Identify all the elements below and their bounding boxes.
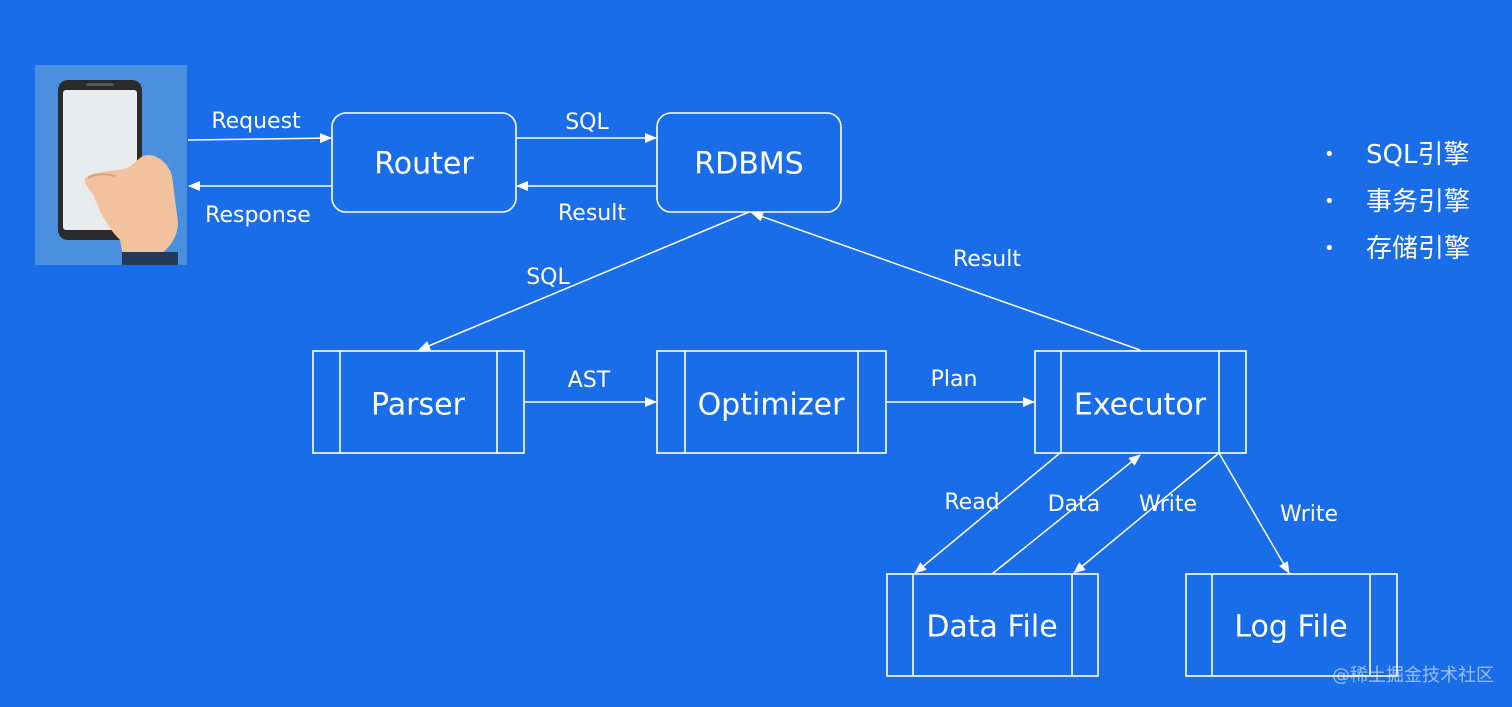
engine-list-item: • 事务引擎 <box>1320 183 1470 230</box>
optimizer-node: Optimizer <box>656 350 887 454</box>
data-arrow <box>991 454 1141 575</box>
data-label: Data <box>1048 492 1101 517</box>
read-label: Read <box>944 490 999 515</box>
watermark: @稀土掘金技术社区 <box>1332 665 1494 686</box>
bullet-dot-icon: • <box>1324 238 1335 259</box>
rdbms-label: RDBMS <box>694 147 803 182</box>
sql-top-label: SQL <box>565 110 609 135</box>
result-up-arrow <box>751 211 1141 351</box>
engine-list-item: • 存储引擎 <box>1320 230 1470 277</box>
parser-node: Parser <box>312 350 525 454</box>
sql-down-arrow <box>418 211 750 351</box>
sql-down-label: SQL <box>526 265 570 290</box>
engine-list-item: • SQL引擎 <box>1320 136 1470 183</box>
executor-node: Executor <box>1034 350 1247 454</box>
request-arrow <box>187 133 332 144</box>
executor-label: Executor <box>1074 388 1207 423</box>
engine-list: • SQL引擎 • 事务引擎 • 存储引擎 <box>1320 136 1470 277</box>
response-label: Response <box>205 203 311 228</box>
read-arrow <box>914 452 1061 574</box>
write-data-label: Write <box>1139 492 1197 517</box>
bullet-dot-icon: • <box>1324 191 1335 212</box>
request-label: Request <box>211 109 301 134</box>
router-node: Router <box>331 112 517 213</box>
rdbms-node: RDBMS <box>656 112 842 213</box>
parser-label: Parser <box>371 388 466 423</box>
engine-list-item-label: 存储引擎 <box>1366 234 1471 264</box>
data-file-label: Data File <box>926 610 1057 645</box>
log-file-label: Log File <box>1234 610 1347 645</box>
arrows <box>187 133 1290 575</box>
bullet-dot-icon: • <box>1324 144 1335 165</box>
hand-holding-phone-icon <box>35 65 187 265</box>
optimizer-label: Optimizer <box>698 388 846 423</box>
engine-list-item-label: 事务引擎 <box>1366 187 1471 217</box>
router-label: Router <box>374 147 474 182</box>
ast-label: AST <box>568 368 611 393</box>
result-top-label: Result <box>558 201 626 226</box>
engine-list-item-label: SQL引擎 <box>1366 140 1470 170</box>
write-log-label: Write <box>1280 502 1338 527</box>
result-up-label: Result <box>953 247 1021 272</box>
plan-label: Plan <box>931 367 978 392</box>
write-log-arrow <box>1218 452 1290 574</box>
data-file-node: Data File <box>886 573 1099 677</box>
write-data-arrow <box>1073 452 1220 574</box>
log-file-node: Log File <box>1185 573 1398 677</box>
